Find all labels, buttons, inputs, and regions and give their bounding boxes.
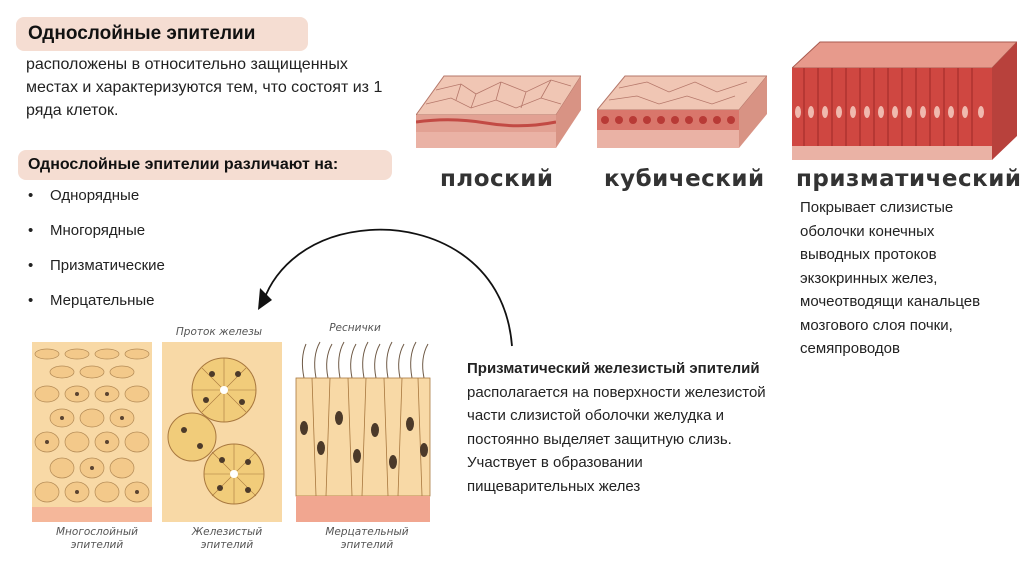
curved-arrow-icon bbox=[258, 228, 513, 347]
duct-label: Проток железы bbox=[175, 326, 263, 338]
list-item: Многорядные bbox=[28, 221, 165, 256]
glandular-label: Железистый эпителий bbox=[191, 526, 263, 551]
ciliated-label: Мерцательный эпителий bbox=[325, 526, 409, 551]
stratified-epithelium-image bbox=[32, 342, 152, 522]
label-cubic: кубический bbox=[604, 166, 765, 192]
list-item: Однорядные bbox=[28, 186, 165, 221]
cubic-epithelium-image bbox=[597, 75, 767, 148]
label-flat: плоский bbox=[440, 166, 554, 192]
list-item: Призматические bbox=[28, 256, 165, 291]
label-prismatic: призматический bbox=[796, 166, 1022, 192]
types-heading: Однослойные эпителии различают на: bbox=[18, 150, 392, 180]
glandular-epithelium-image bbox=[162, 342, 282, 522]
micrographs-panel: Многослойный эпителий Проток железы Желе… bbox=[32, 320, 452, 570]
types-list: Однорядные Многорядные Призматические Ме… bbox=[28, 186, 165, 326]
cilia-label: Реснички bbox=[329, 322, 381, 334]
flat-epithelium-image bbox=[416, 75, 581, 148]
prismatic-epithelium-image bbox=[792, 41, 1017, 160]
stratified-label: Многослойный эпителий bbox=[55, 526, 138, 551]
glandular-description: Призматический железистый эпителий распо… bbox=[467, 357, 767, 498]
glandular-title: Призматический железистый эпителий bbox=[467, 360, 760, 377]
intro-text: расположены в относительно защищенных ме… bbox=[26, 56, 383, 119]
slide-title: Однослойные эпителии bbox=[16, 17, 308, 51]
list-item: Мерцательные bbox=[28, 291, 165, 326]
glandular-text: располагается на поверхности железистой … bbox=[467, 383, 766, 495]
ciliated-epithelium-image bbox=[295, 341, 431, 522]
prismatic-description: Покрывает слизистые оболочки конечных вы… bbox=[800, 199, 981, 357]
